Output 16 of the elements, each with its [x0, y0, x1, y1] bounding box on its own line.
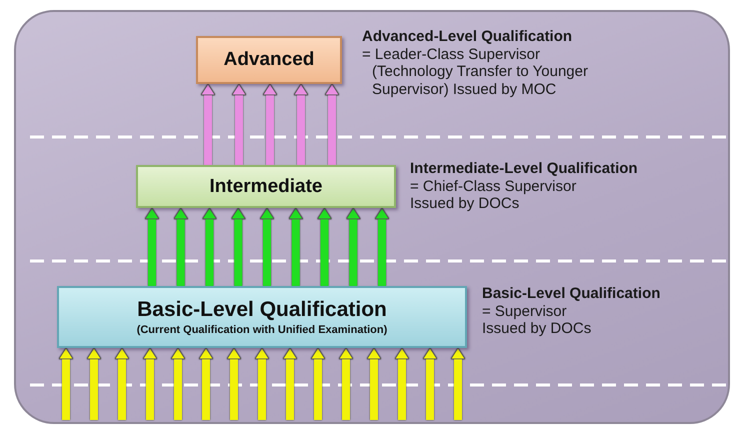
level-title: Basic-Level Qualification: [137, 298, 387, 322]
level-heading: Basic-Level Qualification: [482, 285, 660, 303]
level-box: [196, 36, 342, 84]
level-title: Advanced: [224, 49, 314, 71]
level-title: Intermediate: [210, 176, 322, 198]
level-box: [57, 286, 467, 348]
level-heading: Intermediate-Level Qualification: [410, 160, 638, 178]
level-description: (Technology Transfer to Younger Supervisor) Issued by MOC: [371, 63, 589, 99]
level-heading: Advanced-Level Qualification: [362, 28, 574, 46]
level-description: = Leader-Class Supervisor: [362, 46, 542, 64]
level-subtitle: (Current Qualification with Unified Examination): [136, 324, 388, 336]
level-box: [136, 165, 396, 208]
level-description: Issued by DOCs: [410, 195, 520, 214]
level-description: = Supervisor: [482, 302, 568, 320]
level-description: Issued by DOCs: [482, 320, 592, 338]
level-description: = Chief-Class Supervisor: [410, 178, 578, 196]
